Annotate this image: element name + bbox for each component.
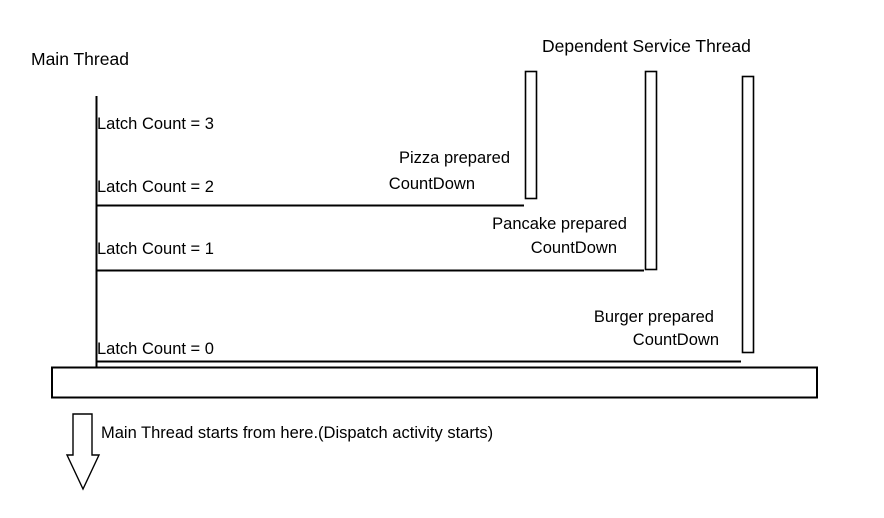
message-label-pancake-line2: CountDown <box>531 239 617 257</box>
latch-count-label-0: Latch Count = 0 <box>97 340 214 358</box>
message-label-pancake-line1: Pancake prepared <box>492 215 627 233</box>
message-label-burger-line1: Burger prepared <box>594 308 714 326</box>
latch-count-label-2: Latch Count = 2 <box>97 178 214 196</box>
dependent-service-thread-title: Dependent Service Thread <box>542 36 751 56</box>
latch-count-label-1: Latch Count = 1 <box>97 240 214 258</box>
main-thread-bottom-bar <box>51 366 818 399</box>
message-label-burger-line2: CountDown <box>633 331 719 349</box>
footer-note: Main Thread starts from here.(Dispatch a… <box>101 424 493 442</box>
latch-count-label-3: Latch Count = 3 <box>97 115 214 133</box>
main-thread-title: Main Thread <box>31 49 129 69</box>
thread-activation-bar-burger <box>741 75 755 354</box>
thread-activation-bar-pizza <box>524 70 538 200</box>
message-label-pizza-line1: Pizza prepared <box>399 149 510 167</box>
thread-activation-bar-pancake <box>644 70 658 271</box>
down-arrow-icon <box>65 413 101 491</box>
message-label-pizza-line2: CountDown <box>389 175 475 193</box>
